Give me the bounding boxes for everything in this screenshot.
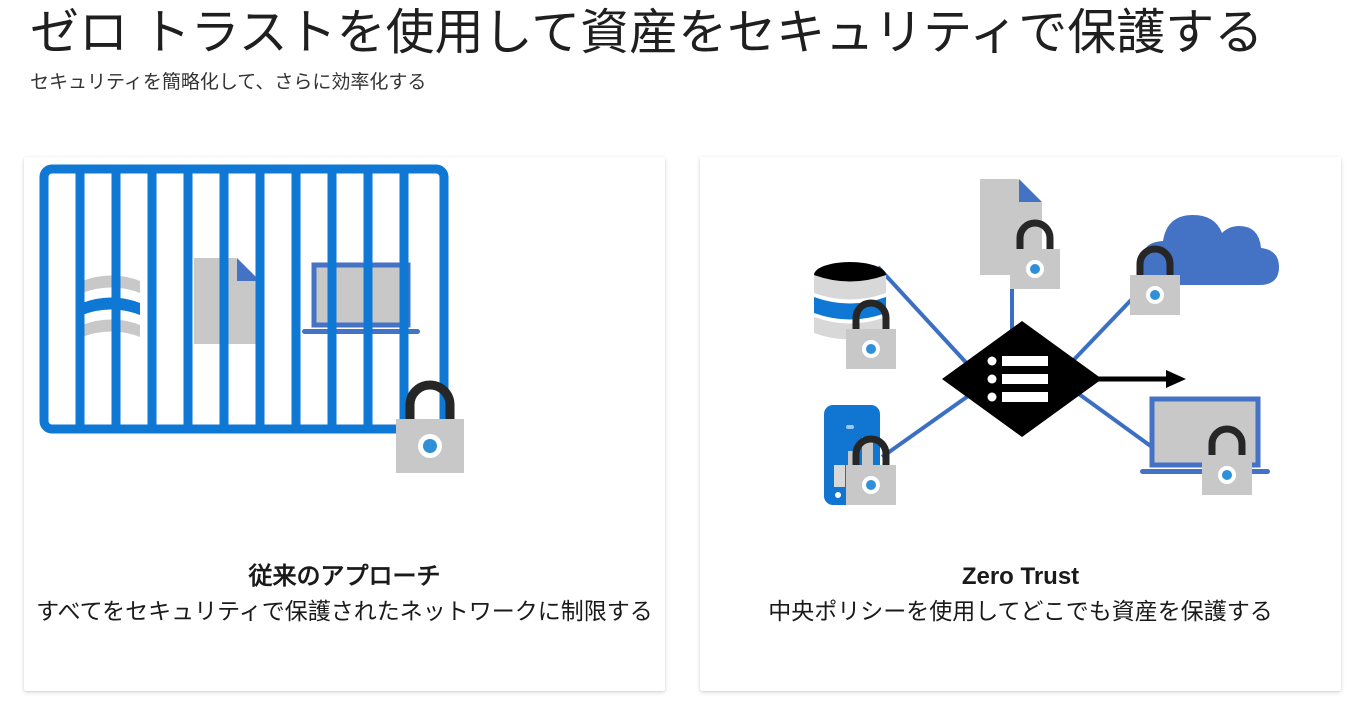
- caged-network-diagram: [39, 164, 464, 473]
- spoke-laptop: [1070, 387, 1154, 449]
- page-title: ゼロ トラストを使用して資産をセキュリティで保護する: [30, 6, 1264, 60]
- card-zero-trust[interactable]: Zero Trust 中央ポリシーを使用してどこでも資産を保護する: [700, 157, 1341, 691]
- zero-trust-figure: [700, 157, 1341, 557]
- lock-icon: [1202, 425, 1252, 495]
- card-row: 従来のアプローチ すべてをセキュリティで保護されたネットワークに制限する: [0, 157, 1358, 697]
- traditional-approach-figure: [24, 157, 665, 557]
- card-subtitle: すべてをセキュリティで保護されたネットワークに制限する: [36, 598, 653, 624]
- card-subtitle: 中央ポリシーを使用してどこでも資産を保護する: [768, 598, 1273, 624]
- lock-icon: [846, 299, 896, 369]
- lock-icon: [1130, 245, 1180, 315]
- database-icon: [82, 275, 140, 337]
- lock-icon: [1010, 219, 1060, 289]
- spoke-database: [876, 265, 974, 371]
- lock-icon: [396, 380, 464, 473]
- card-traditional-approach[interactable]: 従来のアプローチ すべてをセキュリティで保護されたネットワークに制限する: [24, 157, 665, 691]
- card-title: 従来のアプローチ: [248, 563, 441, 590]
- card-title: Zero Trust: [961, 563, 1080, 590]
- traditional-approach-caption: 従来のアプローチ すべてをセキュリティで保護されたネットワークに制限する: [24, 561, 665, 627]
- header: ゼロ トラストを使用して資産をセキュリティで保護する セキュリティを簡略化して、…: [30, 2, 1330, 96]
- cloud-icon: [1141, 215, 1279, 285]
- policy-list-glyph: [987, 356, 1048, 402]
- policy-hub-icon: [942, 321, 1186, 437]
- hub-and-spoke-diagram: [814, 179, 1279, 505]
- spoke-phone: [880, 387, 980, 459]
- right-arrow-icon: [1096, 370, 1186, 388]
- lock-icon: [846, 435, 896, 505]
- page-subtitle: セキュリティを簡略化して、さらに効率化する: [30, 72, 427, 93]
- fence-icon: [39, 164, 449, 434]
- zero-trust-caption: Zero Trust 中央ポリシーを使用してどこでも資産を保護する: [700, 561, 1341, 627]
